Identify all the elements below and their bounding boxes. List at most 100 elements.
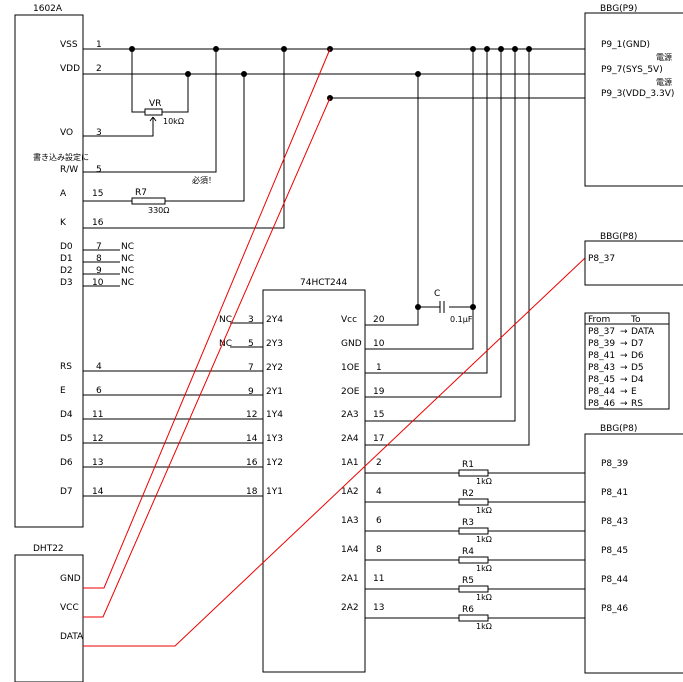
ic-pin-name: 1A3 [341, 516, 359, 526]
mapping-row: P8_39 → D7 [588, 339, 644, 349]
ic-pin-num: 8 [376, 545, 382, 555]
resistor-value: 1kΩ [476, 477, 492, 486]
ic-pin-name: 1OE [341, 363, 360, 373]
required-note: 必須！ [192, 175, 216, 185]
lcd-pin-d3-label: D3 [60, 278, 73, 288]
mapping-to: D5 [631, 363, 644, 373]
p8b-pin-label: P8_46 [601, 604, 628, 614]
arrow-icon: → [620, 351, 628, 361]
ic-pin-name: GND [341, 339, 362, 349]
resistor-label: R3 [462, 518, 474, 528]
mapping-row: P8_43 → D5 [588, 363, 644, 373]
p8b-pin-label: P8_45 [601, 546, 628, 556]
lcd-rw-note: 書き込み設定に [33, 152, 89, 162]
ic-pin-num: 9 [248, 387, 254, 397]
lcd-pin-num: 11 [92, 410, 103, 420]
lcd-pin-rw-label: R/W [60, 165, 78, 175]
resistor-label: R5 [462, 576, 474, 586]
nc-label: NC [121, 242, 134, 252]
pin-mapping-table: From To P8_37 → DATA P8_39 → D7 P8_41 → … [584, 312, 670, 410]
mapping-from: P8_45 [588, 375, 615, 385]
p9-pin-label: P9_1(GND) [601, 40, 650, 50]
ic-pin-name: 1Y4 [266, 410, 283, 420]
lcd-title: 1602A [33, 4, 63, 14]
ic-pin-name: 2A4 [341, 434, 359, 444]
mapping-header-to: To [630, 315, 641, 325]
lcd-pin-d1-label: D1 [60, 254, 73, 264]
ic-pin-name: 1A2 [341, 487, 359, 497]
ic-pin-num: 15 [373, 410, 384, 420]
mapping-to: D6 [631, 351, 644, 361]
mapping-row: P8_45 → D4 [588, 375, 644, 385]
ic-pin-name: 2A2 [341, 603, 359, 613]
ic-pin-num: 1 [376, 363, 382, 373]
mapping-to: E [631, 387, 637, 397]
lcd-pin-num: 16 [92, 218, 104, 228]
mapping-from: P8_37 [588, 327, 615, 337]
resistor-r7: R7 330Ω [131, 188, 169, 215]
mapping-to: D4 [631, 375, 644, 385]
ic-pin-name: 2Y2 [266, 363, 283, 373]
resistor-value: 1kΩ [476, 506, 492, 515]
lcd-pin-e-label: E [60, 386, 66, 396]
arrow-icon: → [620, 375, 628, 385]
lcd-pin-num: 7 [96, 242, 102, 252]
p9-title: BBG(P9) [600, 4, 637, 14]
ic-74hct244: 74HCT244 NC NC 3 5 7 9 12 14 16 18 2Y4 2… [219, 278, 385, 673]
resistor-value: 1kΩ [476, 593, 492, 602]
ic-pin-num: 5 [248, 339, 254, 349]
ic-pin-name: 2A3 [341, 410, 359, 420]
lcd-pin-num: 14 [92, 487, 104, 497]
junction-dots [129, 46, 532, 310]
ic-pin-name: 2OE [341, 387, 360, 397]
ic-pin-name: 2Y4 [266, 315, 283, 325]
ic-power-wiring [365, 49, 530, 446]
ic-pin-name: 1Y2 [266, 458, 283, 468]
arrow-icon: → [620, 327, 628, 337]
ic-pin-num: 7 [248, 363, 254, 373]
variable-resistor-vr: VR 10kΩ [144, 99, 184, 126]
ic-pin-num: 3 [248, 315, 254, 325]
lcd-pin-a-label: A [60, 189, 67, 199]
p9-power-note: 電源 [656, 78, 672, 87]
lcd-pin-num: 9 [96, 266, 102, 276]
ic-pin-name: Vcc [341, 315, 357, 325]
p8b-pin-label: P8_43 [601, 517, 628, 527]
lcd-pin-num: 3 [96, 128, 102, 138]
ic-pin-num: 11 [373, 574, 384, 584]
p9-pin-label: P9_3(VDD_3.3V) [601, 89, 674, 99]
lcd-pin-num: 6 [96, 386, 102, 396]
mapping-from: P8_43 [588, 363, 615, 373]
lcd-nc-marks: NC NC NC NC [83, 242, 134, 288]
mapping-header-from: From [588, 315, 610, 325]
nc-label: NC [121, 254, 134, 264]
mapping-row: P8_41 → D6 [588, 351, 644, 361]
ic-pin-num: 4 [376, 487, 382, 497]
lcd-pin-rs-label: RS [60, 362, 72, 372]
dht-pin-label: GND [60, 574, 81, 584]
lcd-pin-num: 13 [92, 458, 103, 468]
vr-label: VR [149, 99, 161, 109]
lcd-pin-num: 4 [96, 362, 102, 372]
ic-pin-name: 2Y3 [266, 339, 283, 349]
capacitor-value: 0.1μF [450, 315, 473, 324]
p8a-title: BBG(P8) [600, 232, 637, 242]
p9-pin-label: P9_7(SYS_5V) [601, 65, 663, 75]
dht22-sensor: DHT22 GND VCC DATA [14, 544, 84, 682]
ic-pin-num: 17 [373, 434, 384, 444]
dht-pin-label: DATA [60, 632, 84, 642]
lcd-pin-numbers: 1 2 3 5 15 16 7 8 9 10 4 6 11 12 13 14 [92, 40, 104, 497]
resistor-label: R2 [462, 489, 474, 499]
lcd-pin-vss-label: VSS [60, 40, 78, 50]
output-resistors: R1 R2 R3 R4 R5 R6 1kΩ 1kΩ 1kΩ 1kΩ 1kΩ 1k… [365, 460, 585, 631]
p8b-pin-label: P8_41 [601, 488, 628, 498]
ic-pin-num: 16 [246, 458, 258, 468]
ic-pin-name: 1A4 [341, 545, 359, 555]
dht-title: DHT22 [33, 544, 64, 554]
ic-pin-num: 13 [373, 603, 384, 613]
ic-pin-name: 1Y3 [266, 434, 283, 444]
mapping-from: P8_39 [588, 339, 615, 349]
capacitor-label: C [434, 289, 440, 299]
ic-nc-label: NC [219, 315, 232, 325]
